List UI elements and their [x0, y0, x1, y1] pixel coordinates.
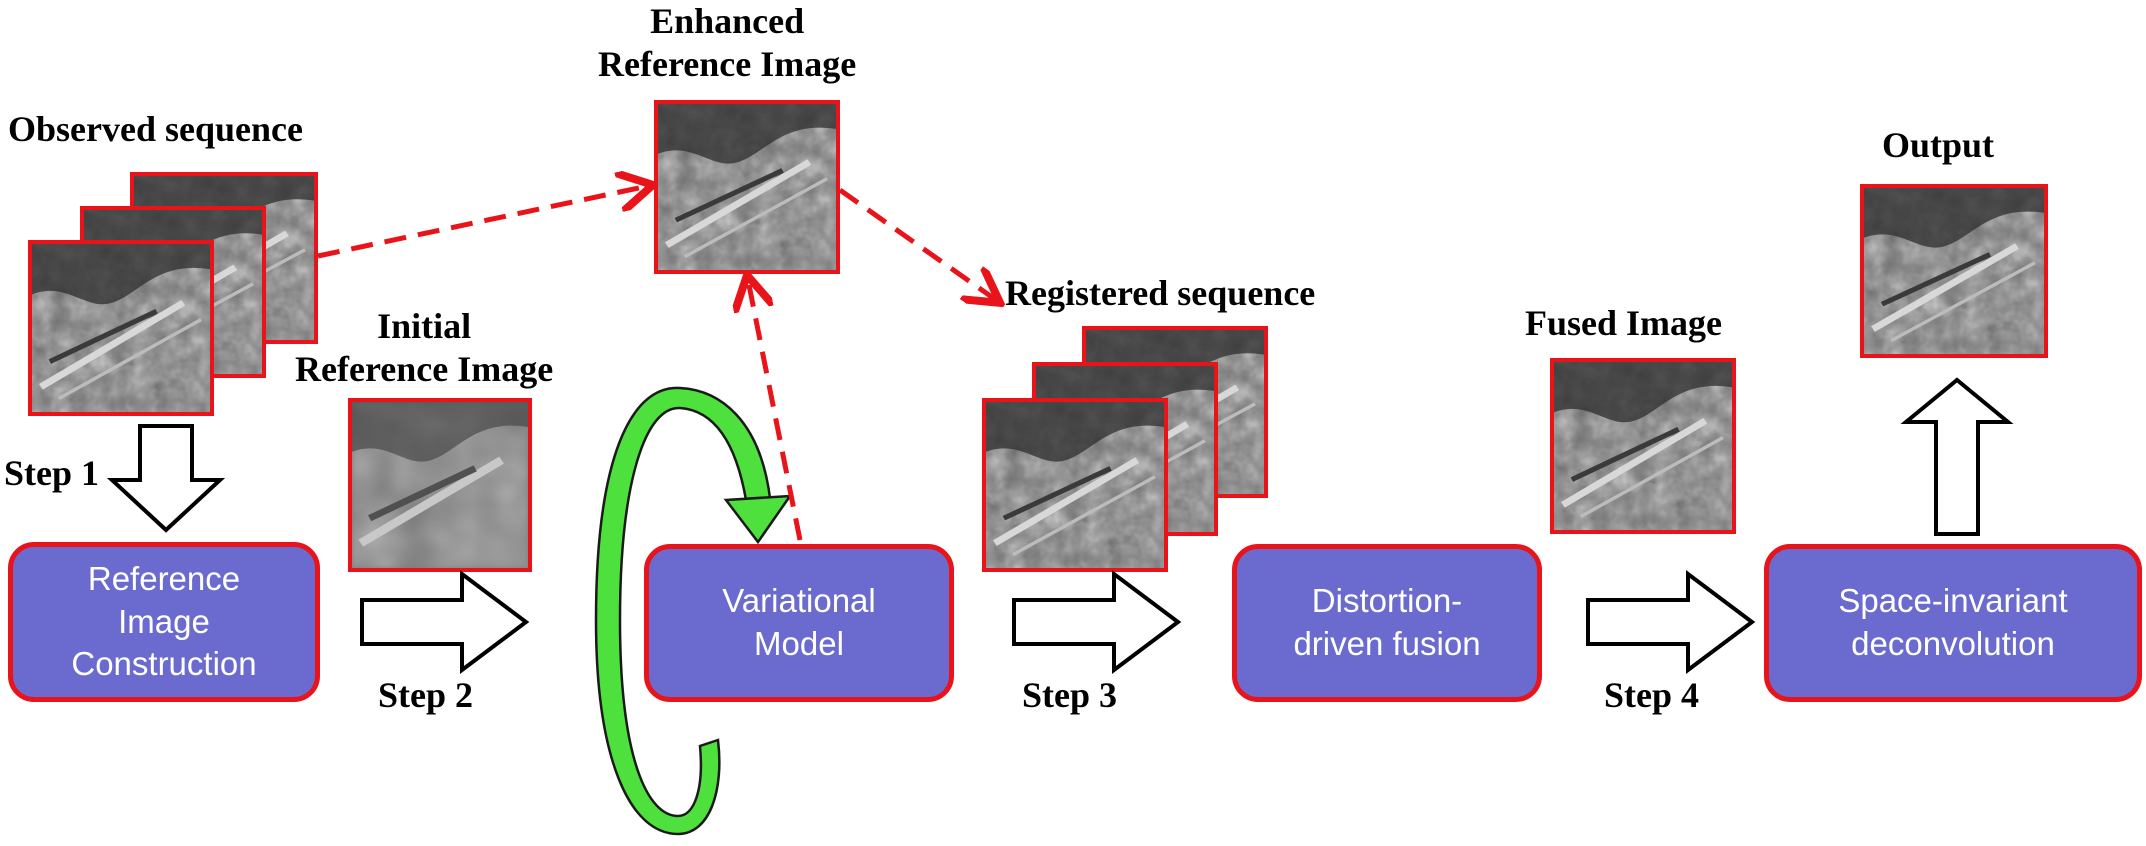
- reference-image-construction-text: Reference Image Construction: [71, 559, 257, 683]
- fused-image-label: Fused Image: [1525, 303, 1722, 343]
- enhanced-reference-label: Enhanced Reference Image: [598, 1, 857, 85]
- distortion-driven-fusion-text: Distortion- driven fusion: [1293, 582, 1481, 662]
- step-1-hollow-arrow-icon: [106, 424, 226, 533]
- initial-reference-label: Initial Reference Image: [295, 306, 554, 390]
- step-1-label: Step 1: [4, 453, 100, 493]
- registered-frame-1: [982, 398, 1168, 572]
- step-3-label: Step 3: [1022, 675, 1118, 715]
- step-4-label: Step 4: [1604, 675, 1700, 715]
- model-to-enhanced-dashed-arrow: [748, 280, 803, 541]
- step-2-label: Step 2: [378, 675, 474, 715]
- output-image: [1860, 184, 2048, 358]
- step-4-hollow-arrow-icon: [1586, 570, 1756, 674]
- initial-reference-image: [348, 398, 532, 572]
- output-hollow-arrow-icon: [1900, 377, 2014, 536]
- enhanced-to-registered-dashed-arrow: [838, 187, 996, 300]
- distortion-driven-fusion-box: Distortion- driven fusion: [1232, 544, 1542, 702]
- variational-model-box: Variational Model: [644, 544, 954, 702]
- step-3-hollow-arrow-icon: [1012, 570, 1182, 674]
- variational-model-text: Variational Model: [722, 582, 876, 662]
- step-2-hollow-arrow-icon: [360, 570, 530, 674]
- reference-image-construction-box: Reference Image Construction: [8, 542, 320, 702]
- observed-frame-1: [28, 240, 214, 416]
- space-invariant-deconvolution-text: Space-invariant deconvolution: [1838, 582, 2068, 662]
- observed-to-enhanced-dashed-arrow: [317, 186, 648, 259]
- iteration-loop-arrow-icon: [594, 386, 793, 836]
- fused-image: [1550, 358, 1736, 534]
- observed-sequence-label: Observed sequence: [8, 109, 303, 149]
- registered-sequence-label: Registered sequence: [1005, 273, 1316, 313]
- space-invariant-deconvolution-box: Space-invariant deconvolution: [1764, 544, 2142, 702]
- output-label: Output: [1882, 125, 1995, 165]
